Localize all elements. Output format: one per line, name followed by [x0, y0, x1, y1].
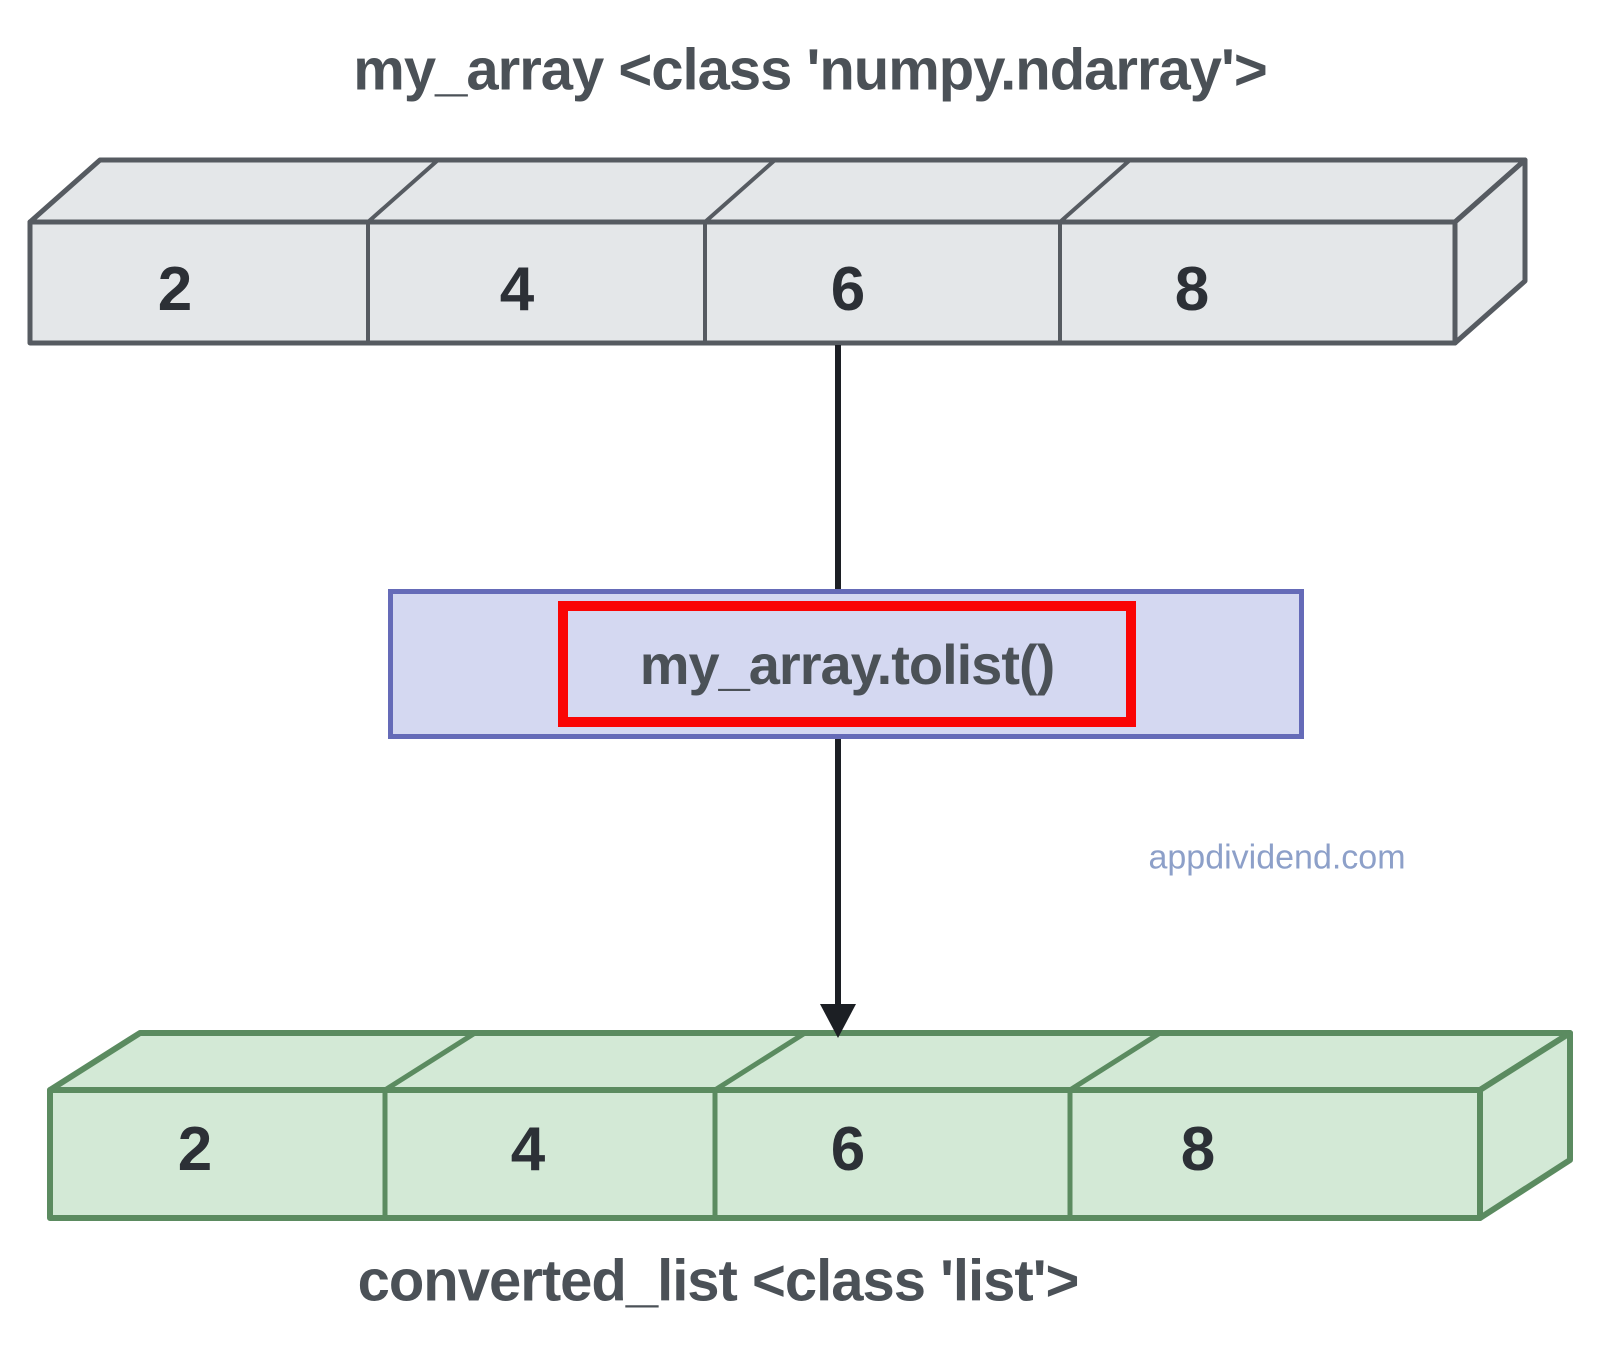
- result-list-top-divider: [383, 1030, 477, 1093]
- operation-box: [388, 589, 1304, 739]
- highlight-rectangle: my_array.tolist(): [558, 601, 1136, 727]
- source-array-top-divider: [366, 158, 440, 224]
- source-cell-value: 8: [1174, 255, 1210, 324]
- result-list-top-face: [47, 1030, 1573, 1093]
- result-list-top-divider: [1068, 1030, 1162, 1093]
- operation-code: my_array.tolist(): [639, 632, 1056, 696]
- result-cell-value: 4: [510, 1115, 546, 1184]
- arrowhead-icon: [820, 1004, 856, 1038]
- source-array-top-divider: [703, 158, 777, 224]
- result-list-title: converted_list <class 'list'>: [357, 1248, 1080, 1314]
- source-array-top-face: [27, 157, 1528, 225]
- source-array-title: my_array <class 'numpy.ndarray'>: [353, 37, 1267, 103]
- source-cell-value: 4: [499, 255, 535, 324]
- watermark-text: appdividend.com: [1148, 838, 1406, 877]
- result-list-top-divider: [713, 1030, 807, 1093]
- result-list-front-face: [47, 1087, 1483, 1221]
- source-cell-value: 6: [830, 255, 866, 324]
- source-array-front-face: [27, 219, 1458, 346]
- result-cell-value: 6: [830, 1115, 866, 1184]
- source-cell-value: 2: [157, 255, 193, 324]
- result-cell-value: 2: [177, 1115, 213, 1184]
- result-cell-value: 8: [1180, 1115, 1216, 1184]
- source-array-top-divider: [1058, 158, 1132, 224]
